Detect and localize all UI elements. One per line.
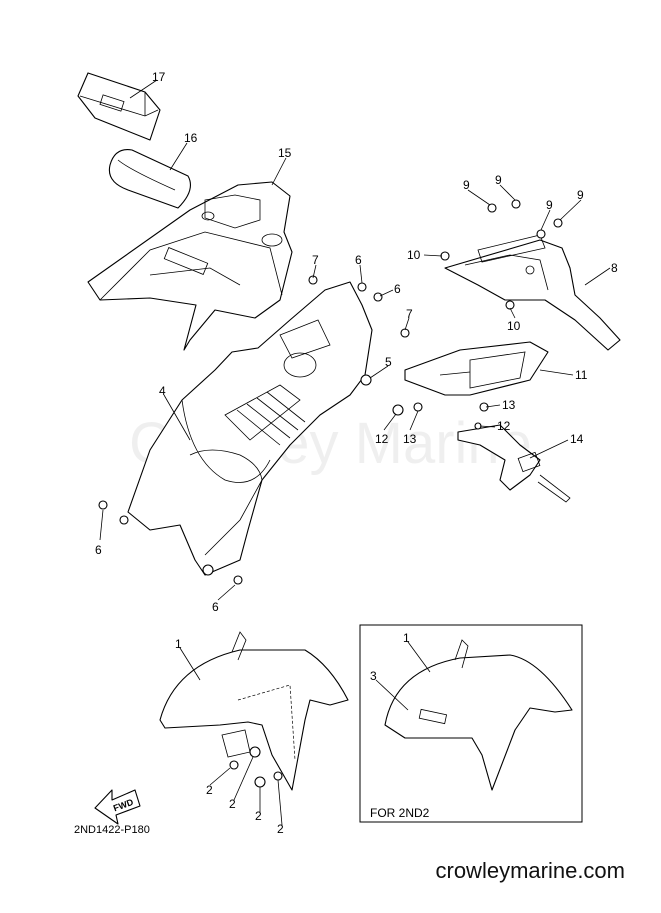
callout-6c: 6	[95, 543, 102, 557]
callout-7a: 7	[312, 253, 319, 267]
drawing-code: 2ND1422-P180	[74, 824, 150, 836]
callout-4: 4	[159, 384, 166, 398]
leader-lines	[99, 79, 611, 826]
callout-15: 15	[278, 146, 292, 160]
callout-9d: 9	[577, 188, 584, 202]
site-url-link[interactable]: crowleymarine.com	[435, 858, 626, 883]
callout-2b: 2	[229, 797, 236, 811]
part-11-holder[interactable]	[404, 341, 549, 396]
callout-16: 16	[184, 131, 198, 145]
part-1-front-fender[interactable]	[159, 631, 349, 791]
callout-1b: 1	[403, 631, 410, 645]
part-1-front-fender-variant[interactable]	[384, 639, 573, 791]
callout-8: 8	[611, 261, 618, 275]
callout-12a: 12	[497, 419, 511, 433]
callout-12b: 12	[375, 432, 389, 446]
callout-6d: 6	[212, 600, 219, 614]
callout-17: 17	[152, 70, 166, 84]
callout-10b: 10	[507, 319, 521, 333]
callout-9b: 9	[495, 173, 502, 187]
inset-box	[359, 624, 583, 823]
callout-2d: 2	[277, 822, 284, 836]
fwd-arrow: FWD	[94, 789, 141, 825]
part-17-case[interactable]	[77, 72, 161, 141]
callout-2a: 2	[206, 783, 213, 797]
callout-6b: 6	[394, 282, 401, 296]
callout-11: 11	[575, 368, 588, 382]
callout-9c: 9	[546, 198, 553, 212]
callout-3: 3	[370, 669, 377, 683]
part-8-bracket[interactable]	[444, 234, 621, 351]
part-14-light[interactable]	[457, 424, 571, 503]
fasteners	[98, 199, 563, 788]
callout-5: 5	[385, 355, 392, 369]
part-4-rear-fender[interactable]	[127, 281, 373, 576]
callout-2c: 2	[255, 809, 262, 823]
callout-14: 14	[570, 432, 584, 446]
callout-13a: 13	[502, 398, 516, 412]
callout-9a: 9	[463, 178, 470, 192]
callout-7b: 7	[406, 307, 413, 321]
callout-13b: 13	[403, 432, 417, 446]
callout-10a: 10	[407, 248, 421, 262]
callout-6a: 6	[355, 253, 362, 267]
callout-1a: 1	[175, 637, 182, 651]
inset-variant-label: FOR 2ND2	[370, 806, 430, 820]
part-16-pad[interactable]	[108, 149, 191, 209]
callout-numbers: 17 16 15 7 6 6 7 5 4 6 6 9 9 9 9 10 10 8…	[95, 70, 618, 836]
part-15-rear-cowl[interactable]	[87, 181, 293, 351]
